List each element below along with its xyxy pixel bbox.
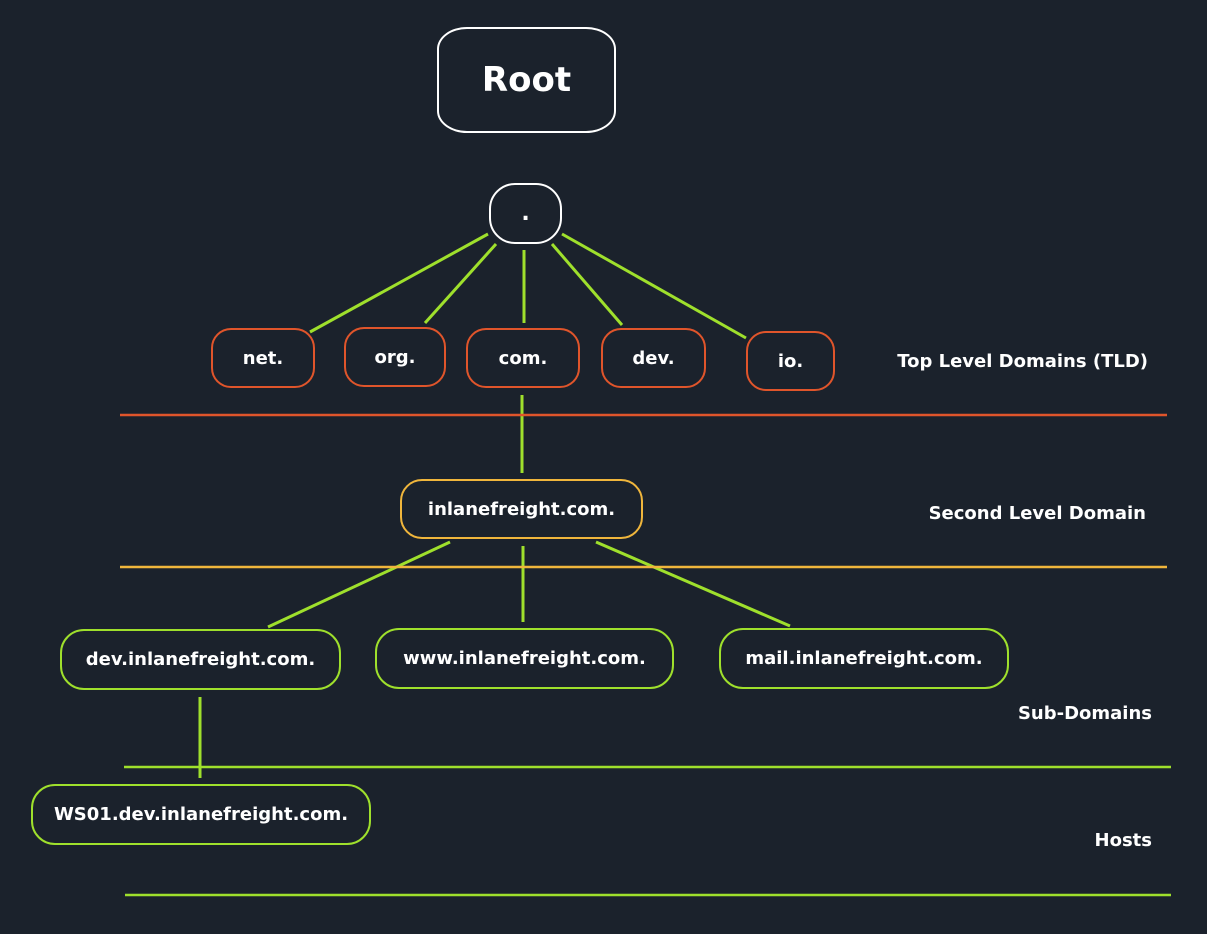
second-level-domain: inlanefreight.com. [400, 479, 643, 539]
root-node: Root [437, 27, 616, 133]
dot-node: . [489, 183, 562, 244]
tld-dev: dev. [601, 328, 706, 388]
edge-dot-dev [550, 243, 624, 326]
level-label-sub: Sub-Domains [1017, 703, 1152, 724]
subdomain-mail: mail.inlanefreight.com. [719, 628, 1009, 689]
tld-com: com. [466, 328, 580, 388]
edge-dot-io [561, 232, 747, 340]
edge-dot-net [309, 232, 489, 334]
subdomain-www: www.inlanefreight.com. [375, 628, 674, 689]
level-label-tld: Top Level Domains (TLD) [897, 351, 1148, 372]
tld-org: org. [344, 327, 446, 387]
edge-dot-org [423, 242, 498, 325]
level-label-sld: Second Level Domain [928, 503, 1146, 524]
tld-net: net. [211, 328, 315, 388]
subdomain-dev: dev.inlanefreight.com. [60, 629, 341, 690]
level-label-hosts: Hosts [1094, 830, 1152, 851]
host-ws01: WS01.dev.inlanefreight.com. [31, 784, 371, 845]
edge-sld-mail [595, 540, 791, 628]
tld-io: io. [746, 331, 835, 391]
edge-sld-dev [267, 540, 451, 629]
